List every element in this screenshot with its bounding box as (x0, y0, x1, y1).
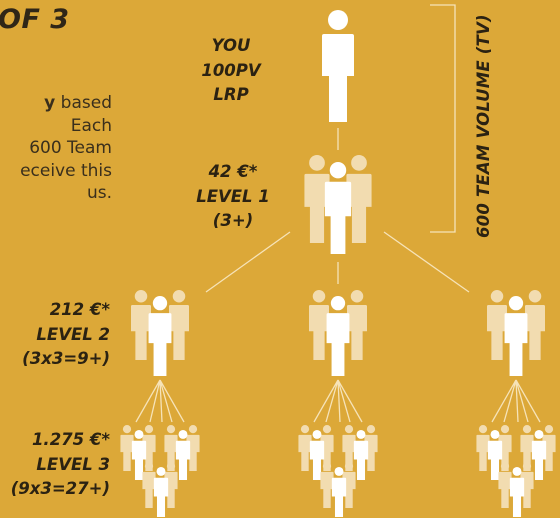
group-of-three-icon (164, 425, 200, 480)
description-line-1: y based (44, 93, 112, 113)
description-text: y based Each 600 Team eceive this us. (0, 92, 112, 205)
level-1-label: 42 €* LEVEL 1 (3+) (196, 162, 270, 230)
level-2-label: 212 €* LEVEL 2 (3x3=9+) (22, 300, 110, 368)
group-of-three-icon (120, 425, 156, 480)
group-of-three-icon (342, 425, 378, 480)
group-of-three-icon (131, 290, 189, 376)
group-of-three-icon (304, 155, 372, 254)
group-of-three-icon (298, 425, 334, 480)
team-volume-label: 600 TEAM VOLUME (TV) (474, 14, 493, 238)
group-of-three-icon (487, 290, 545, 376)
you-label: YOU 100PV LRP (201, 36, 261, 104)
team-volume-bracket (430, 4, 456, 233)
group-of-three-icon (476, 425, 512, 480)
level-3-label: 1.275 €* LEVEL 3 (9x3=27+) (10, 430, 110, 498)
description-line-4: eceive this (20, 160, 112, 181)
person-icon (322, 10, 354, 122)
description-line-3: 600 Team (29, 138, 112, 158)
group-of-three-icon (520, 425, 556, 480)
group-of-three-icon (309, 290, 367, 376)
connector-lines (135, 4, 541, 423)
description-line-2: Each (70, 115, 112, 136)
description-line-5: us. (86, 183, 112, 203)
page-heading: OF 3 (0, 4, 70, 35)
